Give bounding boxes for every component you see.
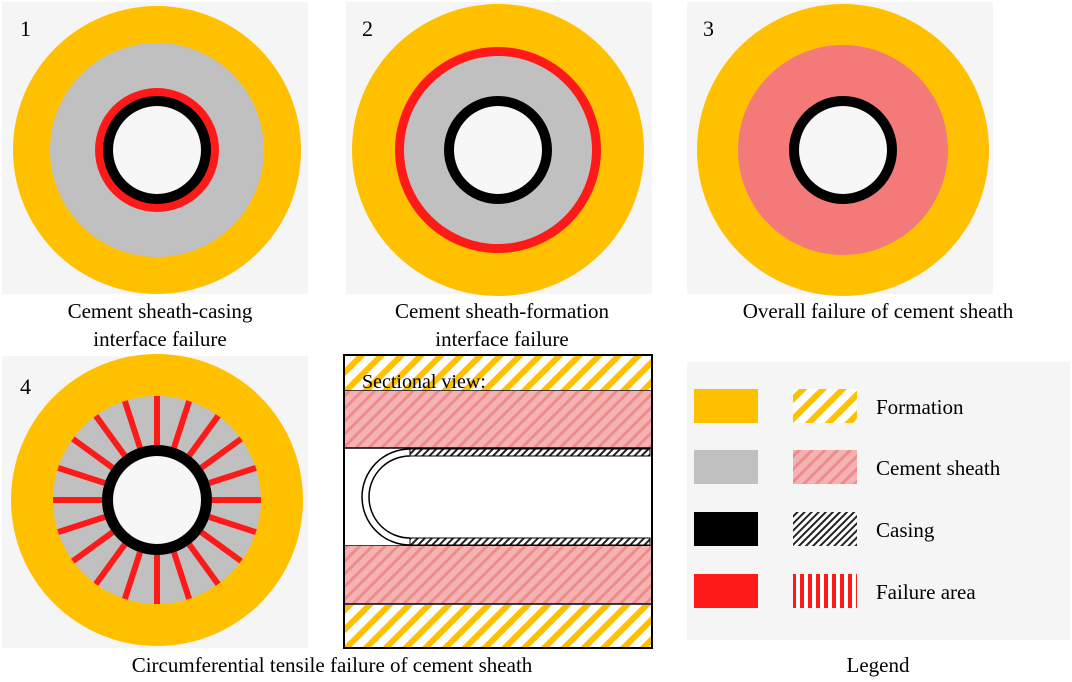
sectional-view-label: Sectional view: (362, 371, 486, 393)
bore (113, 456, 201, 544)
bore (113, 106, 201, 194)
panel-4-number: 4 (20, 374, 31, 399)
radial-crack (93, 414, 128, 458)
legend-failure-stripe-swatch (793, 574, 857, 608)
panel-3-caption: Overall failure of cement sheath (743, 299, 1014, 323)
legend-formation-hatch-swatch (793, 389, 857, 423)
radial-crack (199, 529, 243, 564)
legend-title: Legend (847, 653, 910, 677)
sectional-view: Sectional view: (343, 354, 653, 649)
radial-crack (57, 465, 106, 486)
legend-failure-solid-swatch (694, 574, 758, 608)
panel-1: 1 (2, 2, 308, 294)
radial-crack (71, 436, 115, 471)
radial-crack (208, 514, 257, 535)
radial-crack (186, 542, 221, 586)
panel-2: 2 (346, 2, 652, 296)
radial-crack (186, 414, 221, 458)
casing-band-top (409, 448, 651, 457)
bore (454, 106, 542, 194)
panel-2-caption-line-1: Cement sheath-formation (395, 299, 610, 323)
radial-crack (71, 529, 115, 564)
panel-1-number: 1 (20, 16, 31, 41)
bore (799, 106, 887, 194)
cement-band-top (345, 391, 651, 448)
radial-crack (57, 514, 106, 535)
radial-crack (122, 551, 143, 600)
panel-1-caption-line-1: Cement sheath-casing (68, 299, 253, 323)
radial-crack (171, 551, 192, 600)
radial-crack (93, 542, 128, 586)
legend-casing-solid-swatch (694, 512, 758, 546)
formation-band-bottom (345, 605, 651, 647)
radial-crack (171, 400, 192, 449)
legend: Formation Cement sheath Casing Failure a… (687, 362, 1070, 640)
panel-2-caption-line-2: interface failure (435, 327, 569, 351)
panel-4-caption: Circumferential tensile failure of cemen… (132, 653, 533, 677)
cement-band-bottom (345, 546, 651, 604)
legend-failure-label: Failure area (876, 580, 976, 604)
panel-4: 4 (2, 354, 308, 648)
radial-crack (208, 465, 257, 486)
legend-cement-hatch-swatch (793, 450, 857, 484)
legend-cement-solid-swatch (694, 450, 758, 484)
panel-1-caption-line-2: interface failure (93, 327, 227, 351)
legend-formation-label: Formation (876, 395, 964, 419)
formation-band-top (345, 356, 651, 391)
radial-cracks (53, 396, 261, 604)
casing-end-cap-outer (361, 448, 411, 546)
legend-casing-hatch-swatch (793, 512, 857, 546)
panel-3-number: 3 (703, 16, 714, 41)
radial-crack (122, 400, 143, 449)
casing-band-bottom (409, 537, 651, 546)
legend-cement-label: Cement sheath (876, 456, 1001, 480)
panel-3: 3 (687, 2, 993, 296)
casing-end-cap-inner (368, 455, 411, 539)
radial-crack (199, 436, 243, 471)
legend-formation-solid-swatch (694, 389, 758, 423)
legend-casing-label: Casing (876, 518, 935, 542)
panel-2-number: 2 (362, 16, 373, 41)
